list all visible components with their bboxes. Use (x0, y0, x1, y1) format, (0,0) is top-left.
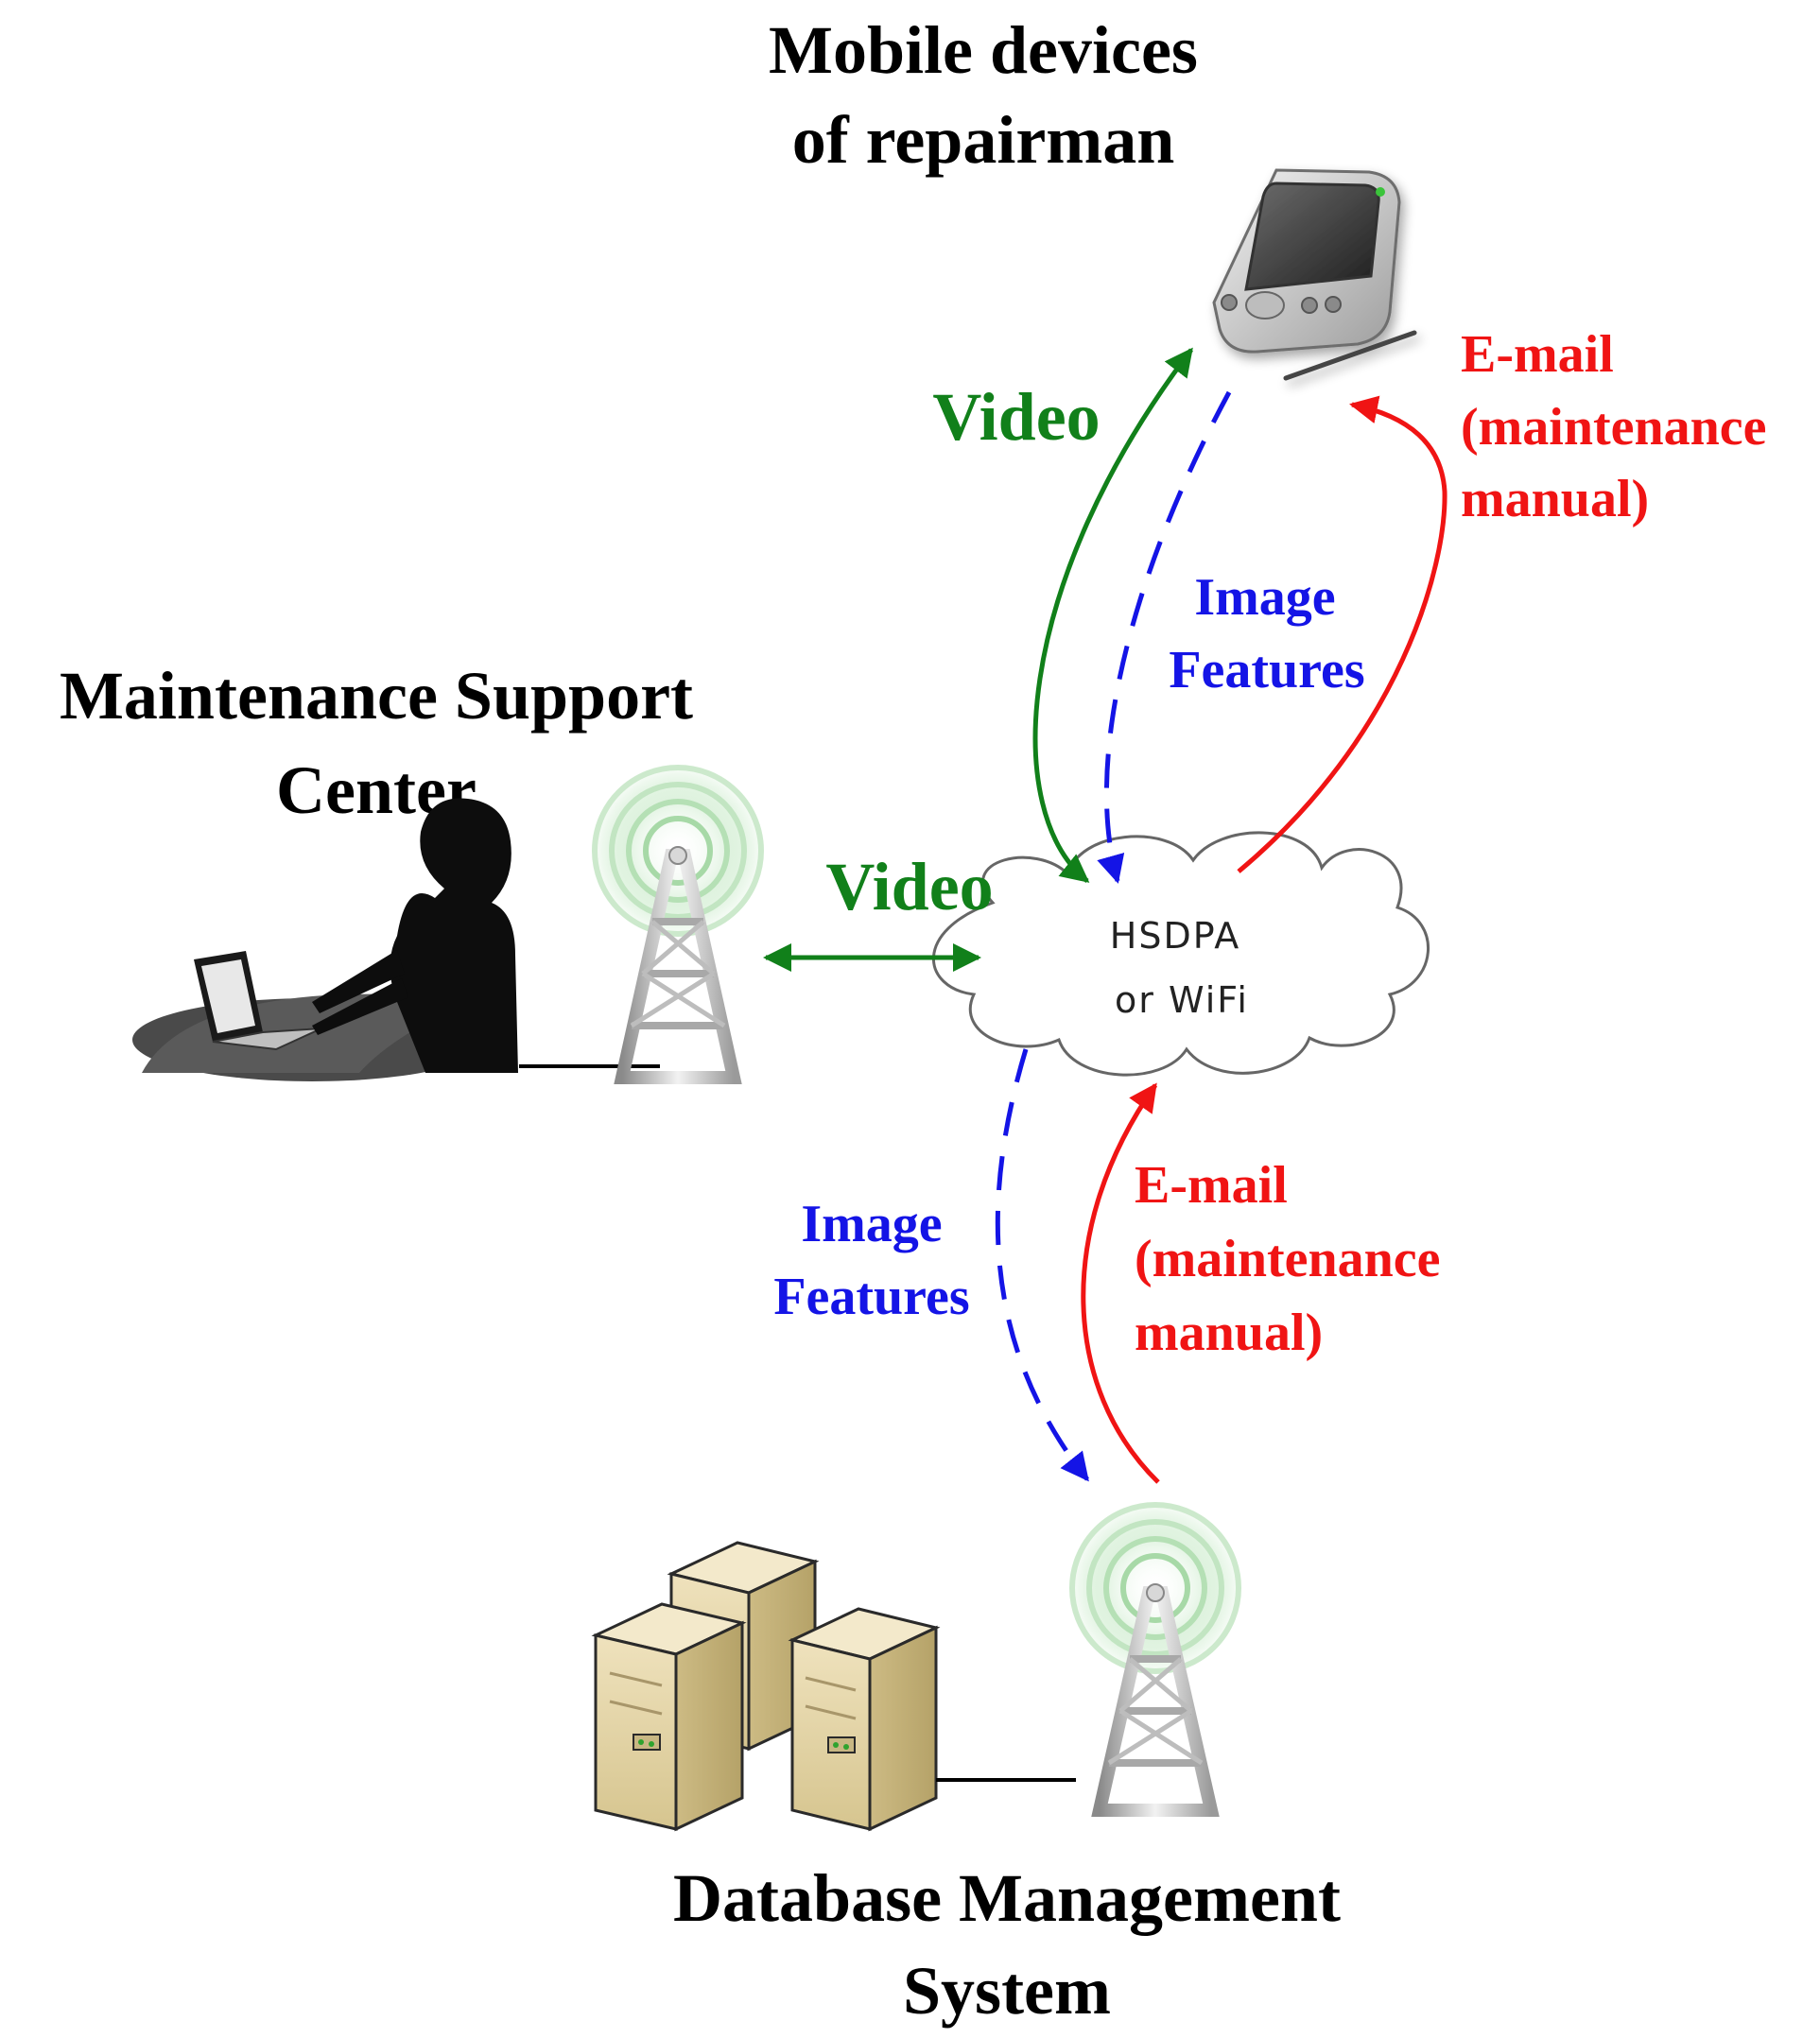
pda-icon (1212, 168, 1417, 381)
email-arrow-upper (1237, 395, 1447, 873)
person-at-laptop-icon (132, 798, 518, 1081)
radio-tower-icon (591, 764, 765, 1084)
mobile-title-line1: Mobile devices (769, 12, 1198, 88)
email-label-lower-line2: (maintenance (1135, 1230, 1441, 1288)
cloud-label-line2: or WiFi (1115, 979, 1249, 1021)
email-label-upper-line1: E-mail (1461, 325, 1614, 384)
support-title-line1: Maintenance Support (60, 658, 693, 734)
email-arrow-lower (1081, 1082, 1160, 1484)
server-rack-icon (591, 1541, 941, 1832)
video-label-left: Video (825, 849, 993, 924)
video-arrow-mobile (1032, 347, 1193, 883)
image-features-label-lower-line1: Image (801, 1195, 942, 1253)
email-label-upper-line3: manual) (1461, 470, 1649, 528)
image-features-label-lower-line2: Features (773, 1268, 969, 1326)
cloud-label-line1: HSDPA (1110, 915, 1240, 957)
image-features-label-upper-line1: Image (1194, 568, 1335, 627)
image-features-label-upper-line2: Features (1169, 641, 1364, 699)
video-label-upper: Video (932, 379, 1100, 455)
image-features-arrow-upper (1097, 390, 1232, 884)
email-label-lower-line1: E-mail (1135, 1156, 1288, 1215)
database-title-line2: System (903, 1953, 1111, 2029)
email-label-upper-line2: (maintenance (1461, 398, 1767, 457)
image-features-arrow-lower (995, 1048, 1089, 1482)
radio-tower-icon (1068, 1501, 1242, 1817)
email-label-lower-line3: manual) (1135, 1304, 1323, 1362)
database-title-line1: Database Management (673, 1860, 1341, 1936)
mobile-title-line2: of repairman (792, 102, 1175, 178)
